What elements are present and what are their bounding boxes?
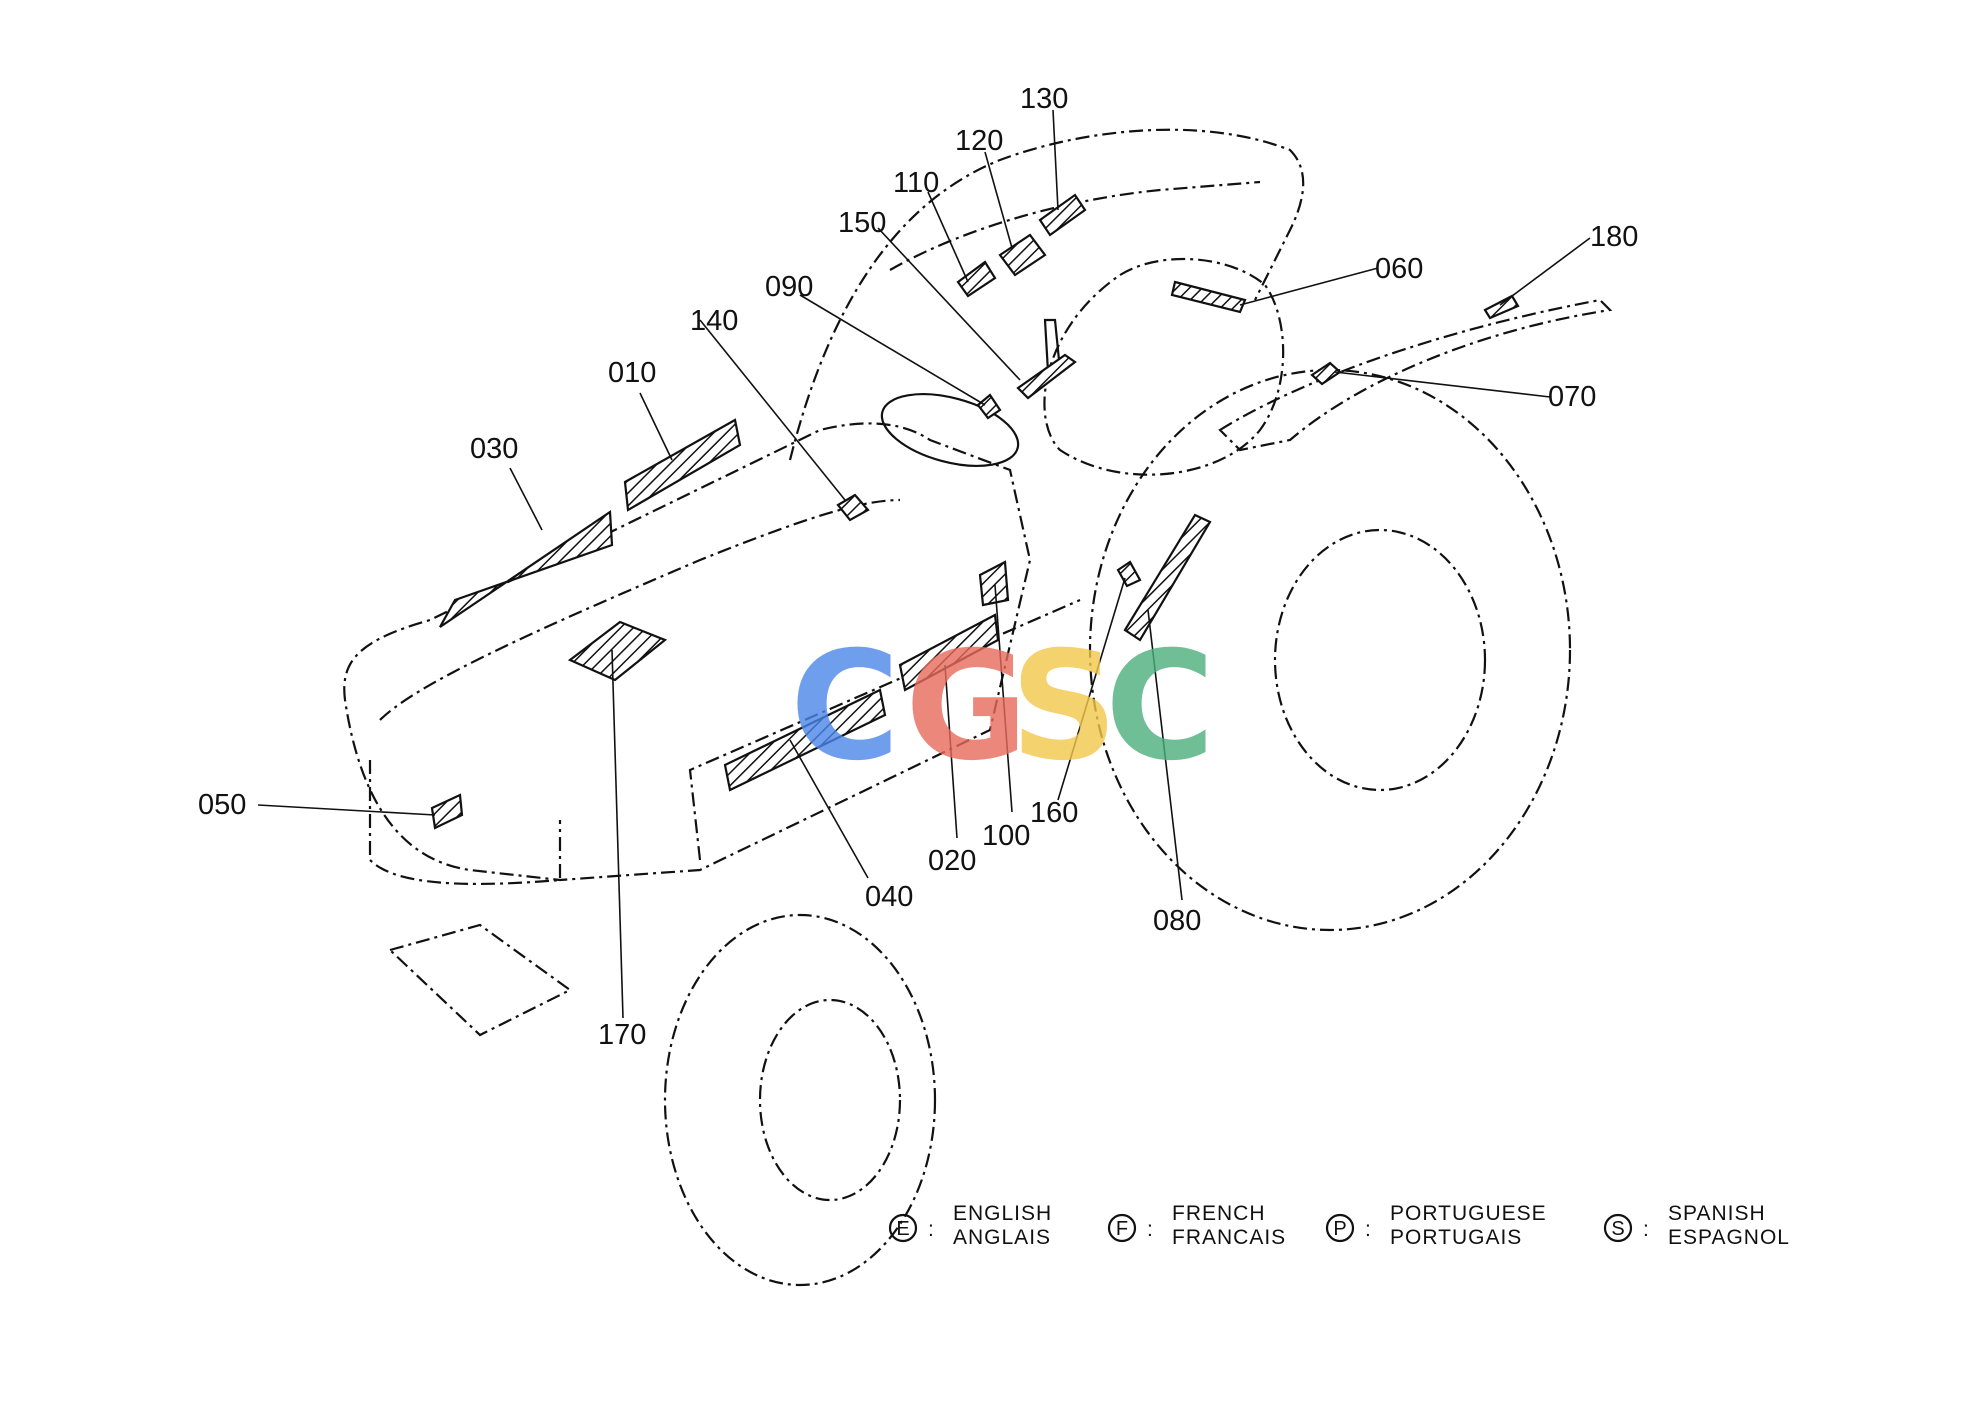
callout-180: 180	[1590, 221, 1638, 253]
decal-030	[439, 510, 614, 628]
watermark-letter-2: G	[905, 620, 1028, 794]
callout-040: 040	[865, 881, 913, 913]
legend-line1: SPANISH	[1668, 1202, 1766, 1225]
legend-line1: PORTUGUESE	[1390, 1202, 1547, 1225]
legend-separator: :	[1147, 1218, 1154, 1241]
decal-170	[567, 620, 668, 682]
callout-050: 050	[198, 789, 246, 821]
callout-010: 010	[608, 357, 656, 389]
side-panel	[688, 598, 1081, 861]
callout-020: 020	[928, 845, 976, 877]
legend-item-english: E : ENGLISH ANGLAIS	[888, 1202, 1052, 1249]
watermark: C G S C	[790, 620, 1215, 794]
legend-line1: FRENCH	[1172, 1202, 1266, 1225]
rops-inner	[889, 180, 1261, 271]
callout-120: 120	[955, 125, 1003, 157]
callout-080: 080	[1153, 905, 1201, 937]
hood-grille	[368, 760, 562, 886]
legend-separator: :	[928, 1218, 935, 1241]
front-wheel-rim	[758, 998, 902, 1202]
callout-070: 070	[1548, 381, 1596, 413]
legend-item-portuguese: P : PORTUGUESE PORTUGAIS	[1325, 1202, 1547, 1249]
rear-wheel-rim	[1273, 528, 1487, 792]
front-bumper	[387, 923, 573, 1037]
leader-lines	[257, 109, 1591, 1019]
callout-160: 160	[1030, 797, 1078, 829]
legend-line2: FRANCAIS	[1172, 1226, 1286, 1249]
decal-140	[836, 493, 870, 522]
decal-050	[430, 793, 464, 830]
rear-fender	[1218, 298, 1613, 452]
callout-030: 030	[470, 433, 518, 465]
legend-symbol: E	[896, 1218, 909, 1240]
legend-item-french: F : FRENCH FRANCAIS	[1107, 1202, 1286, 1249]
legend-symbol: S	[1611, 1218, 1624, 1240]
decal-100	[978, 560, 1010, 607]
callout-130: 130	[1020, 83, 1068, 115]
watermark-letter-4: C	[1105, 620, 1215, 794]
decal-040	[723, 688, 887, 792]
legend-line2: ESPAGNOL	[1668, 1226, 1790, 1249]
legend-item-spanish: S : SPANISH ESPAGNOL	[1603, 1202, 1790, 1249]
callout-labels: 010 030 140 090 150 110 120 130 180 060 …	[198, 83, 1638, 1051]
callout-060: 060	[1375, 253, 1423, 285]
decal-060	[1170, 280, 1247, 314]
decals	[430, 193, 1520, 830]
decal-020	[898, 613, 1000, 692]
legend-symbol-circle	[1325, 1213, 1355, 1243]
legend-separator: :	[1643, 1218, 1650, 1241]
decal-110	[956, 260, 997, 298]
tractor-drawing	[343, 128, 1613, 1287]
legend-symbol-circle	[1603, 1213, 1633, 1243]
decal-150	[1016, 353, 1077, 400]
decal-080	[1123, 513, 1212, 642]
decal-120	[998, 233, 1047, 277]
callout-170: 170	[598, 1019, 646, 1051]
decal-160	[1116, 560, 1142, 588]
callout-090: 090	[765, 271, 813, 303]
callout-150: 150	[838, 207, 886, 239]
legend-symbol-circle	[1107, 1213, 1137, 1243]
legend-line1: ENGLISH	[953, 1202, 1052, 1225]
legend-separator: :	[1365, 1218, 1372, 1241]
language-legend: E : ENGLISH ANGLAIS F : FRENCH FRANCAIS …	[888, 1202, 1790, 1249]
hood	[343, 422, 1032, 882]
decal-130	[1038, 193, 1087, 237]
legend-symbol-circle	[888, 1213, 918, 1243]
decal-010	[623, 418, 742, 512]
front-wheel	[663, 913, 937, 1287]
callout-110: 110	[893, 167, 939, 199]
legend-line2: ANGLAIS	[953, 1226, 1051, 1249]
watermark-letter-1: C	[790, 620, 900, 794]
steering-wheel	[880, 393, 1020, 467]
legend-symbol: P	[1333, 1218, 1346, 1240]
legend-symbol: F	[1116, 1218, 1128, 1240]
callout-100: 100	[982, 820, 1030, 852]
decal-180	[1483, 294, 1520, 320]
seat	[1043, 257, 1285, 476]
legend-line2: PORTUGAIS	[1390, 1226, 1522, 1249]
watermark-letter-3: S	[1010, 620, 1118, 794]
decal-090	[976, 393, 1002, 420]
callout-140: 140	[690, 305, 738, 337]
